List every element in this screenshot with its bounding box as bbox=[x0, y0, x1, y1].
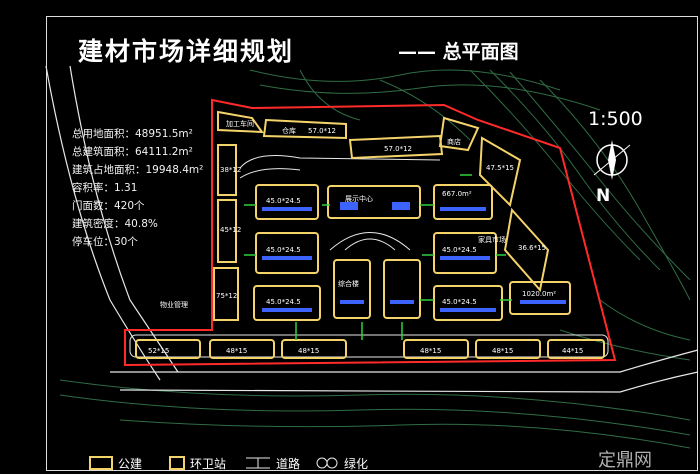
building-left-1 bbox=[217, 144, 237, 196]
label-left-3: 75*12 bbox=[216, 292, 237, 300]
building-right-upper bbox=[478, 136, 522, 207]
legend-public: 公建 bbox=[118, 457, 143, 471]
drawing-title: 建材市场详细规划 bbox=[78, 37, 295, 66]
building-right-lower bbox=[503, 207, 550, 293]
building-left-3 bbox=[213, 267, 239, 321]
label-block-2: 45.0*24.5 bbox=[266, 246, 301, 254]
north-label: N bbox=[596, 186, 611, 206]
stat-parking: 停车位：30个 bbox=[72, 236, 138, 248]
building-top-middle bbox=[348, 134, 444, 160]
block-7 bbox=[509, 281, 571, 315]
north-arrow bbox=[593, 140, 631, 180]
label-right-lower: 36.6*15 bbox=[518, 244, 546, 252]
label-bottom-4: 48*15 bbox=[420, 347, 441, 355]
block-5 bbox=[433, 232, 497, 274]
block-6 bbox=[433, 285, 503, 321]
drawing-frame bbox=[46, 16, 698, 471]
label-warehouse-area: 57.0*12 bbox=[308, 127, 336, 135]
legend-sanitation: 环卫站 bbox=[190, 457, 227, 471]
watermark: 定鼎网 bbox=[598, 450, 652, 471]
label-left-1: 38*12 bbox=[220, 166, 241, 174]
stat-far: 容积率：1.31 bbox=[72, 182, 138, 194]
contour-lines bbox=[59, 69, 691, 449]
stat-footprint: 建筑占地面积：19948.4m² bbox=[72, 164, 204, 176]
label-bottom-2: 48*15 bbox=[226, 347, 247, 355]
legend-green: 绿化 bbox=[344, 457, 369, 471]
bottom-road bbox=[110, 349, 699, 393]
stat-total-floor: 总建筑面积：64111.2m² bbox=[72, 146, 193, 158]
label-property-mgmt: 物业管理 bbox=[160, 300, 188, 309]
label-block-5: 45.0*24.5 bbox=[442, 246, 477, 254]
label-bottom-1: 52*15 bbox=[148, 347, 169, 355]
internal-roads bbox=[129, 155, 609, 358]
label-exhibition: 展示中心 bbox=[345, 194, 373, 203]
legend-swatches bbox=[89, 456, 338, 470]
block-mid-2 bbox=[383, 259, 421, 319]
label-bottom-5: 48*15 bbox=[492, 347, 513, 355]
block-exhibition bbox=[327, 185, 421, 219]
building-workshop bbox=[217, 110, 265, 134]
block-2 bbox=[255, 232, 319, 274]
label-block-1: 45.0*24.5 bbox=[266, 197, 301, 205]
site-statistics: 总用地面积：48951.5m² 总建筑面积：64111.2m² 建筑占地面积：1… bbox=[72, 125, 203, 251]
left-road bbox=[45, 65, 179, 381]
label-block-6: 45.0*24.5 bbox=[442, 298, 477, 306]
label-bottom-6: 44*15 bbox=[562, 347, 583, 355]
site-boundary bbox=[124, 98, 617, 367]
building-shop bbox=[438, 116, 480, 152]
label-block-3: 45.0*24.5 bbox=[266, 298, 301, 306]
label-shop: 商店 bbox=[447, 137, 461, 146]
drawing-subtitle: —— 总平面图 bbox=[398, 41, 519, 63]
bottom-shop-1 bbox=[135, 339, 201, 359]
bottom-shop-4 bbox=[403, 339, 469, 359]
label-bottom-3: 48*15 bbox=[298, 347, 319, 355]
block-mid-1 bbox=[333, 259, 371, 319]
label-right-upper: 47.5*15 bbox=[486, 164, 514, 172]
label-block-7: 1020.0m² bbox=[522, 290, 556, 298]
buildings bbox=[135, 110, 605, 359]
stat-density: 建筑密度：40.8% bbox=[72, 218, 158, 230]
building-highlights bbox=[262, 202, 566, 312]
bottom-shop-6 bbox=[547, 339, 605, 359]
label-block-4: 667.0m² bbox=[442, 190, 472, 198]
block-3 bbox=[253, 285, 321, 321]
bottom-shop-5 bbox=[475, 339, 541, 359]
block-4 bbox=[433, 184, 493, 220]
label-warehouse: 仓库 bbox=[282, 126, 296, 135]
legend-road: 道路 bbox=[276, 457, 301, 471]
bottom-shop-2 bbox=[209, 339, 275, 359]
bottom-shop-3 bbox=[281, 339, 347, 359]
label-furniture: 家具市场 bbox=[478, 235, 506, 244]
plan-labels: 加工车间 仓库 57.0*12 57.0*12 商店 展示中心 45.0*24.… bbox=[148, 119, 583, 355]
label-top-middle-area: 57.0*12 bbox=[384, 145, 412, 153]
label-workshop: 加工车间 bbox=[226, 119, 254, 128]
label-left-2: 45*12 bbox=[220, 226, 241, 234]
building-warehouse bbox=[262, 118, 347, 140]
block-1 bbox=[255, 184, 319, 220]
green-dimension-marks bbox=[244, 174, 512, 340]
scale-label: 1:500 bbox=[588, 108, 643, 130]
stat-shopfronts: 门面数：420个 bbox=[72, 200, 145, 212]
label-mid: 综合楼 bbox=[338, 279, 359, 288]
stat-total-land: 总用地面积：48951.5m² bbox=[72, 128, 193, 140]
building-left-2 bbox=[217, 199, 237, 263]
